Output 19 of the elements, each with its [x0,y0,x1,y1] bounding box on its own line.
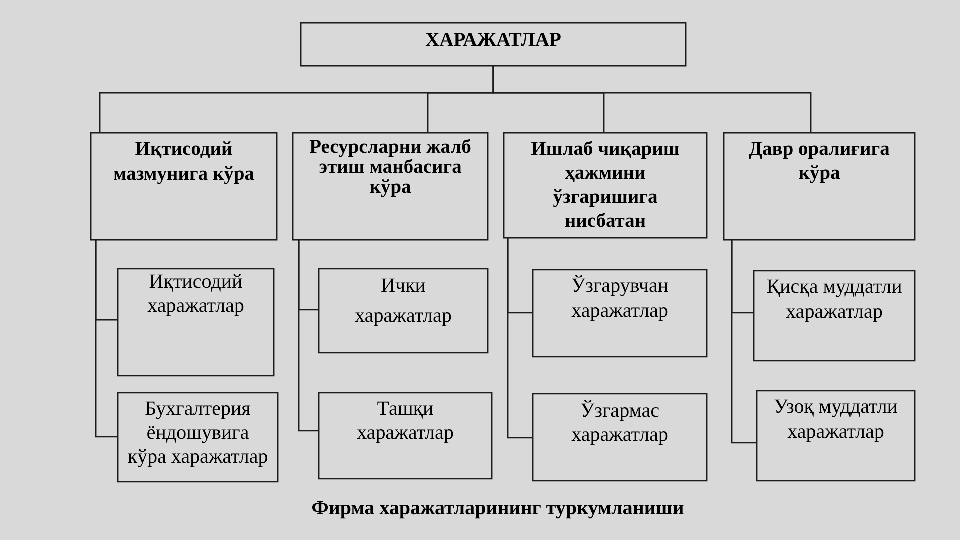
category-box: Иқтисодий мазмунига кўра [90,132,278,241]
item-box: Ўзгармас харажатлар [532,393,708,482]
connector [492,66,812,133]
item-box: Ўзгарувчан харажатлар [532,269,708,358]
item-box: Узоқ муддатли харажатлар [756,390,916,482]
item-box: Қисқа муддатли харажатлар [753,270,916,362]
connector [298,240,319,432]
category-box: Ресурсларни жалб этиш манбасига кўра [292,132,489,241]
category-box: Давр оралиғига кўра [723,132,916,241]
connector [731,240,757,444]
item-box: Ташқи харажатлар [318,392,493,480]
caption: Фирма харажатларининг туркумланиши [312,501,684,519]
item-box: Бухгалтерия ёндошувига кўра харажатлар [117,392,279,483]
connector [507,238,533,439]
item-box: Иқтисодий харажатлар [117,268,275,377]
item-box: Ички харажатлар [318,268,489,354]
category-box: Ишлаб чиқариш ҳажмини ўзгаришига нисбатан [503,132,708,239]
heading-box: ХАРАЖАТЛАР [300,22,687,67]
connector [95,240,118,438]
